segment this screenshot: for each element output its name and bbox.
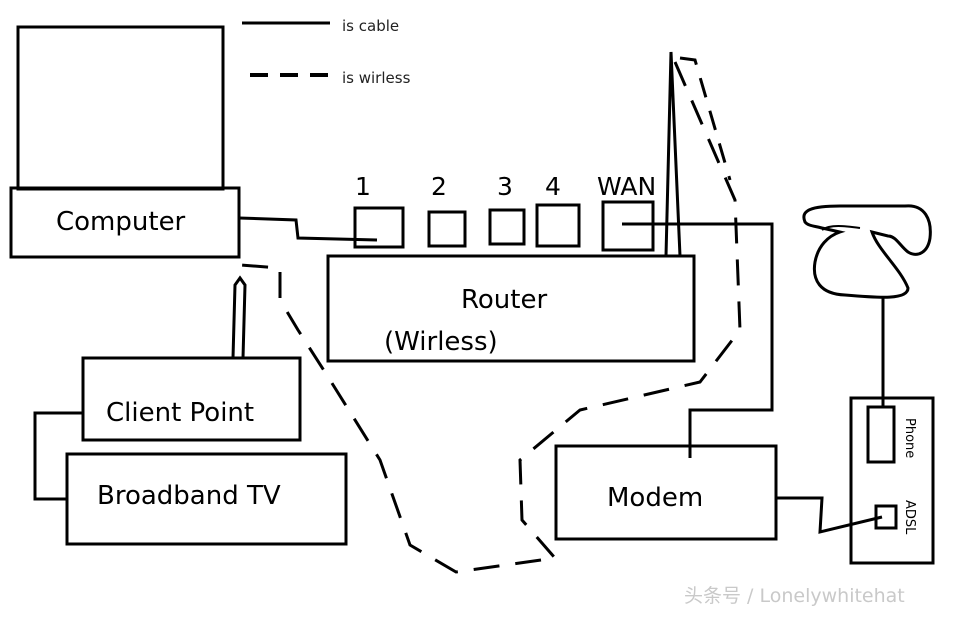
port-label-3: 3 bbox=[497, 172, 513, 201]
telephone-handset-detail bbox=[821, 225, 861, 231]
computer: Computer bbox=[9, 25, 241, 259]
cable-client-tv bbox=[33, 411, 83, 501]
router: Router (Wirless) 1 2 3 4 WAN bbox=[326, 51, 696, 363]
router-body bbox=[326, 254, 696, 363]
phone-port bbox=[866, 405, 896, 464]
router-port-3 bbox=[488, 208, 526, 246]
watermark: 头条号 / Lonelywhitehat bbox=[684, 585, 905, 607]
port-label-1: 1 bbox=[355, 172, 371, 201]
wireless-router-antenna-to-modem bbox=[239, 61, 742, 574]
phone-label: Phone bbox=[902, 418, 917, 458]
legend-cable-label: is cable bbox=[342, 17, 399, 35]
modem: Modem bbox=[554, 444, 778, 541]
computer-base bbox=[9, 186, 241, 259]
client-point-box bbox=[81, 356, 302, 442]
legend: is cable is wirless bbox=[242, 17, 411, 87]
splitter: Phone ADSL bbox=[849, 396, 935, 565]
cables bbox=[33, 216, 885, 534]
client-point-label: Client Point bbox=[106, 398, 254, 428]
router-sublabel: (Wirless) bbox=[384, 327, 498, 357]
computer-label: Computer bbox=[56, 207, 186, 237]
router-port-2 bbox=[427, 210, 467, 248]
cable-wan-modem bbox=[622, 222, 774, 458]
modem-label: Modem bbox=[607, 483, 703, 513]
modem-box bbox=[554, 444, 778, 541]
port-label-wan: WAN bbox=[597, 172, 656, 201]
client-point-antenna bbox=[231, 275, 247, 359]
adsl-label: ADSL bbox=[902, 500, 917, 535]
splitter-box bbox=[849, 396, 935, 565]
port-label-4: 4 bbox=[545, 172, 561, 201]
legend-wireless-label: is wirless bbox=[342, 69, 411, 87]
cable-modem-adsl bbox=[776, 496, 883, 534]
port-label-2: 2 bbox=[431, 172, 447, 201]
router-port-4 bbox=[535, 203, 581, 248]
broadband-tv: Broadband TV bbox=[65, 452, 348, 546]
router-port-1 bbox=[353, 206, 405, 249]
client-point: Client Point bbox=[81, 275, 302, 442]
broadband-tv-label: Broadband TV bbox=[97, 481, 281, 511]
telephone-icon bbox=[802, 204, 932, 299]
wireless-antenna-outer bbox=[679, 56, 732, 181]
cable-computer-port1 bbox=[238, 216, 378, 242]
telephone-handset bbox=[802, 204, 932, 299]
router-label: Router bbox=[461, 285, 547, 315]
router-port-wan bbox=[601, 200, 655, 252]
computer-monitor bbox=[16, 25, 225, 191]
router-antenna bbox=[664, 51, 682, 257]
wireless-links bbox=[239, 56, 742, 574]
